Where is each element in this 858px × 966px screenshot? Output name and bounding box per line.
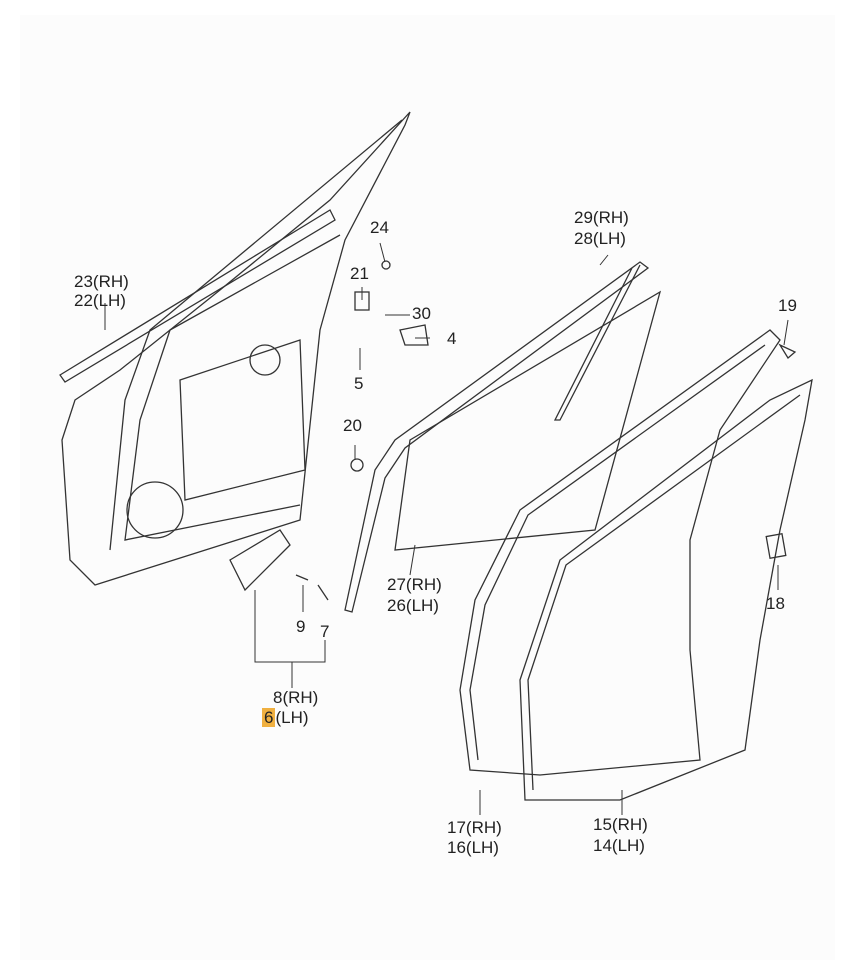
door-panel bbox=[61, 111, 411, 586]
door-weatherstrip-outer bbox=[459, 329, 781, 776]
door-weatherstrip-inner bbox=[519, 378, 813, 801]
callout-26-lh: 26(LH) bbox=[387, 596, 439, 615]
callout-14-lh: 14(LH) bbox=[593, 836, 645, 855]
diagram-background bbox=[20, 15, 835, 960]
callout-23-rh: 23(RH) bbox=[74, 272, 129, 291]
callout-19: 19 bbox=[778, 296, 797, 315]
door-glass bbox=[394, 290, 662, 551]
callout-17-rh: 17(RH) bbox=[447, 818, 502, 837]
callout-29-rh: 29(RH) bbox=[574, 208, 629, 227]
callout-6-lh: 6(LH) bbox=[262, 708, 309, 727]
callout-22-lh: 22(LH) bbox=[74, 291, 126, 310]
callout-6-highlight: 6 bbox=[262, 708, 276, 727]
callout-21: 21 bbox=[350, 264, 369, 283]
callout-6-suffix: (LH) bbox=[275, 708, 309, 727]
callout-8-rh: 8(RH) bbox=[273, 688, 319, 707]
callout-24: 24 bbox=[370, 218, 389, 237]
belt-moulding bbox=[59, 209, 336, 383]
callout-28-lh: 28(LH) bbox=[574, 229, 626, 248]
callout-18: 18 bbox=[766, 594, 785, 613]
callout-15-rh: 15(RH) bbox=[593, 815, 648, 834]
inside-handle bbox=[229, 529, 329, 601]
leader-lines bbox=[104, 242, 789, 815]
glass-run-channel bbox=[344, 261, 650, 613]
callout-9: 9 bbox=[296, 617, 306, 636]
small-clips bbox=[350, 260, 797, 559]
callout-30: 30 bbox=[412, 304, 431, 323]
callout-27-rh: 27(RH) bbox=[387, 575, 442, 594]
callout-16-lh: 16(LH) bbox=[447, 838, 499, 857]
callout-20: 20 bbox=[343, 416, 362, 435]
callout-4: 4 bbox=[447, 329, 457, 348]
callout-5: 5 bbox=[354, 374, 364, 393]
callout-7: 7 bbox=[320, 622, 330, 641]
